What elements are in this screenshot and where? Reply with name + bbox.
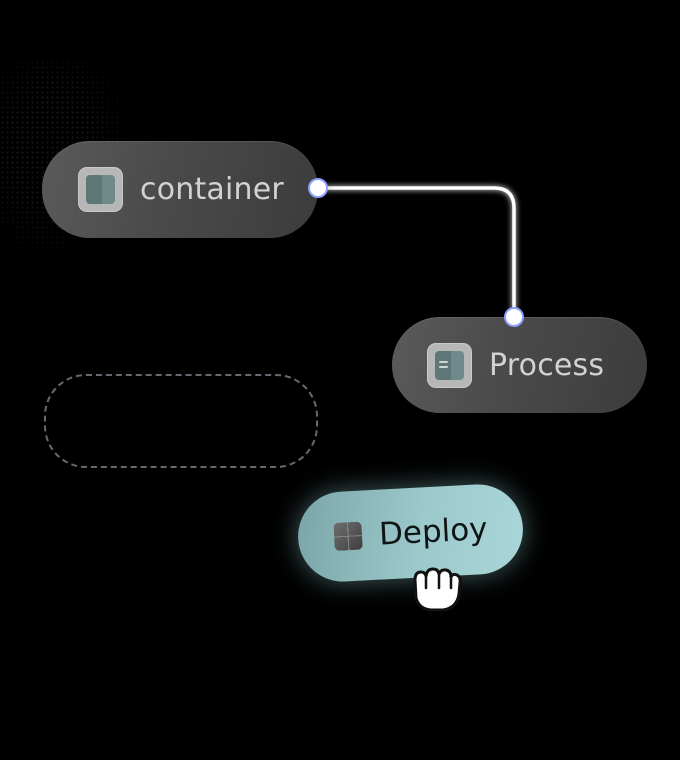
node-process-label: Process xyxy=(489,347,605,383)
node-deploy-label: Deploy xyxy=(378,510,489,553)
process-icon xyxy=(427,342,472,388)
container-icon xyxy=(78,167,123,212)
node-process[interactable]: Process xyxy=(392,317,647,413)
connector-line xyxy=(318,186,516,316)
node-container[interactable]: container xyxy=(42,141,318,238)
grab-hand-icon xyxy=(413,567,462,612)
drop-placeholder-slot[interactable] xyxy=(44,374,318,468)
node-container-label: container xyxy=(140,172,284,207)
deploy-icon xyxy=(333,521,363,551)
